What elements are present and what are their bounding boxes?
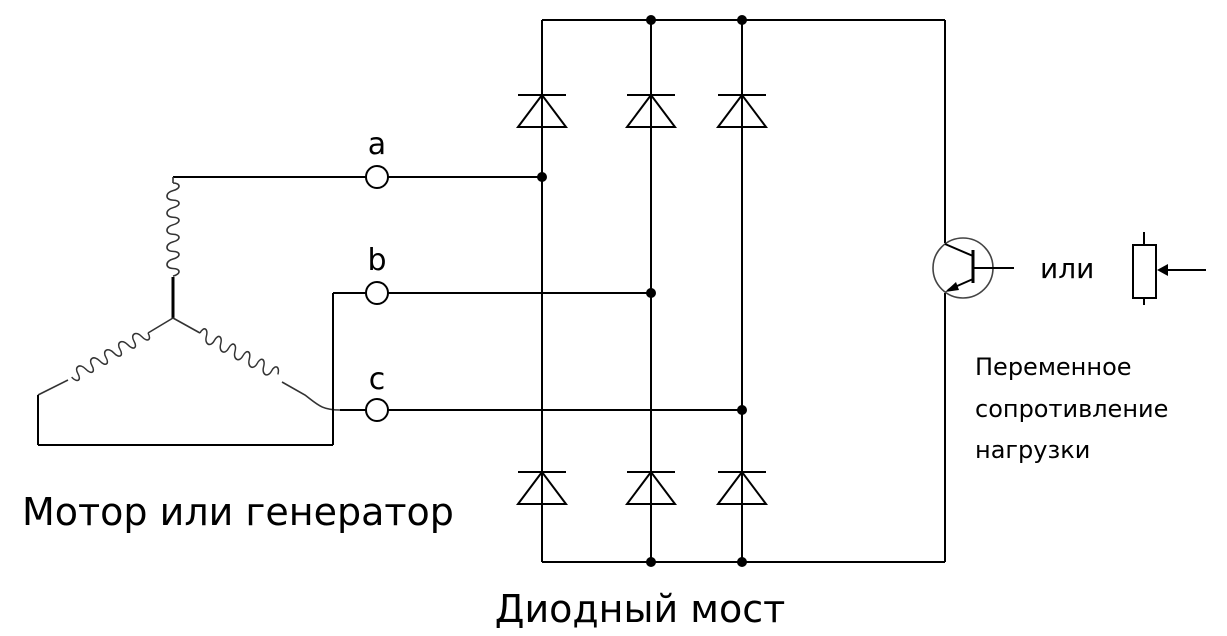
coil-right [196,326,282,381]
variable-resistor-icon [1132,232,1206,305]
terminal-label-c: c [369,362,386,397]
terminal-label-a: a [368,127,386,162]
or-label: или [1040,252,1094,285]
motor-label: Мотор или генератор [22,490,454,534]
load: или Переменное сопротивление нагрузки [932,20,1206,562]
coil-top [166,182,180,277]
terminal-b [365,281,389,305]
junction-dots [537,15,747,567]
terminal-label-b: b [367,243,386,278]
bridge-label: Диодный мост [495,587,785,631]
terminals: a b c [365,127,742,422]
load-label-line2: сопротивление [975,395,1168,423]
transistor-icon [932,237,1014,299]
load-label-line3: нагрузки [975,436,1090,464]
motor-windings [37,176,366,446]
load-label-line1: Переменное [975,353,1132,381]
terminal-c [365,398,389,422]
diode-bridge: Диодный мост [495,15,945,631]
terminal-a [365,165,389,189]
coil-left [67,327,152,384]
